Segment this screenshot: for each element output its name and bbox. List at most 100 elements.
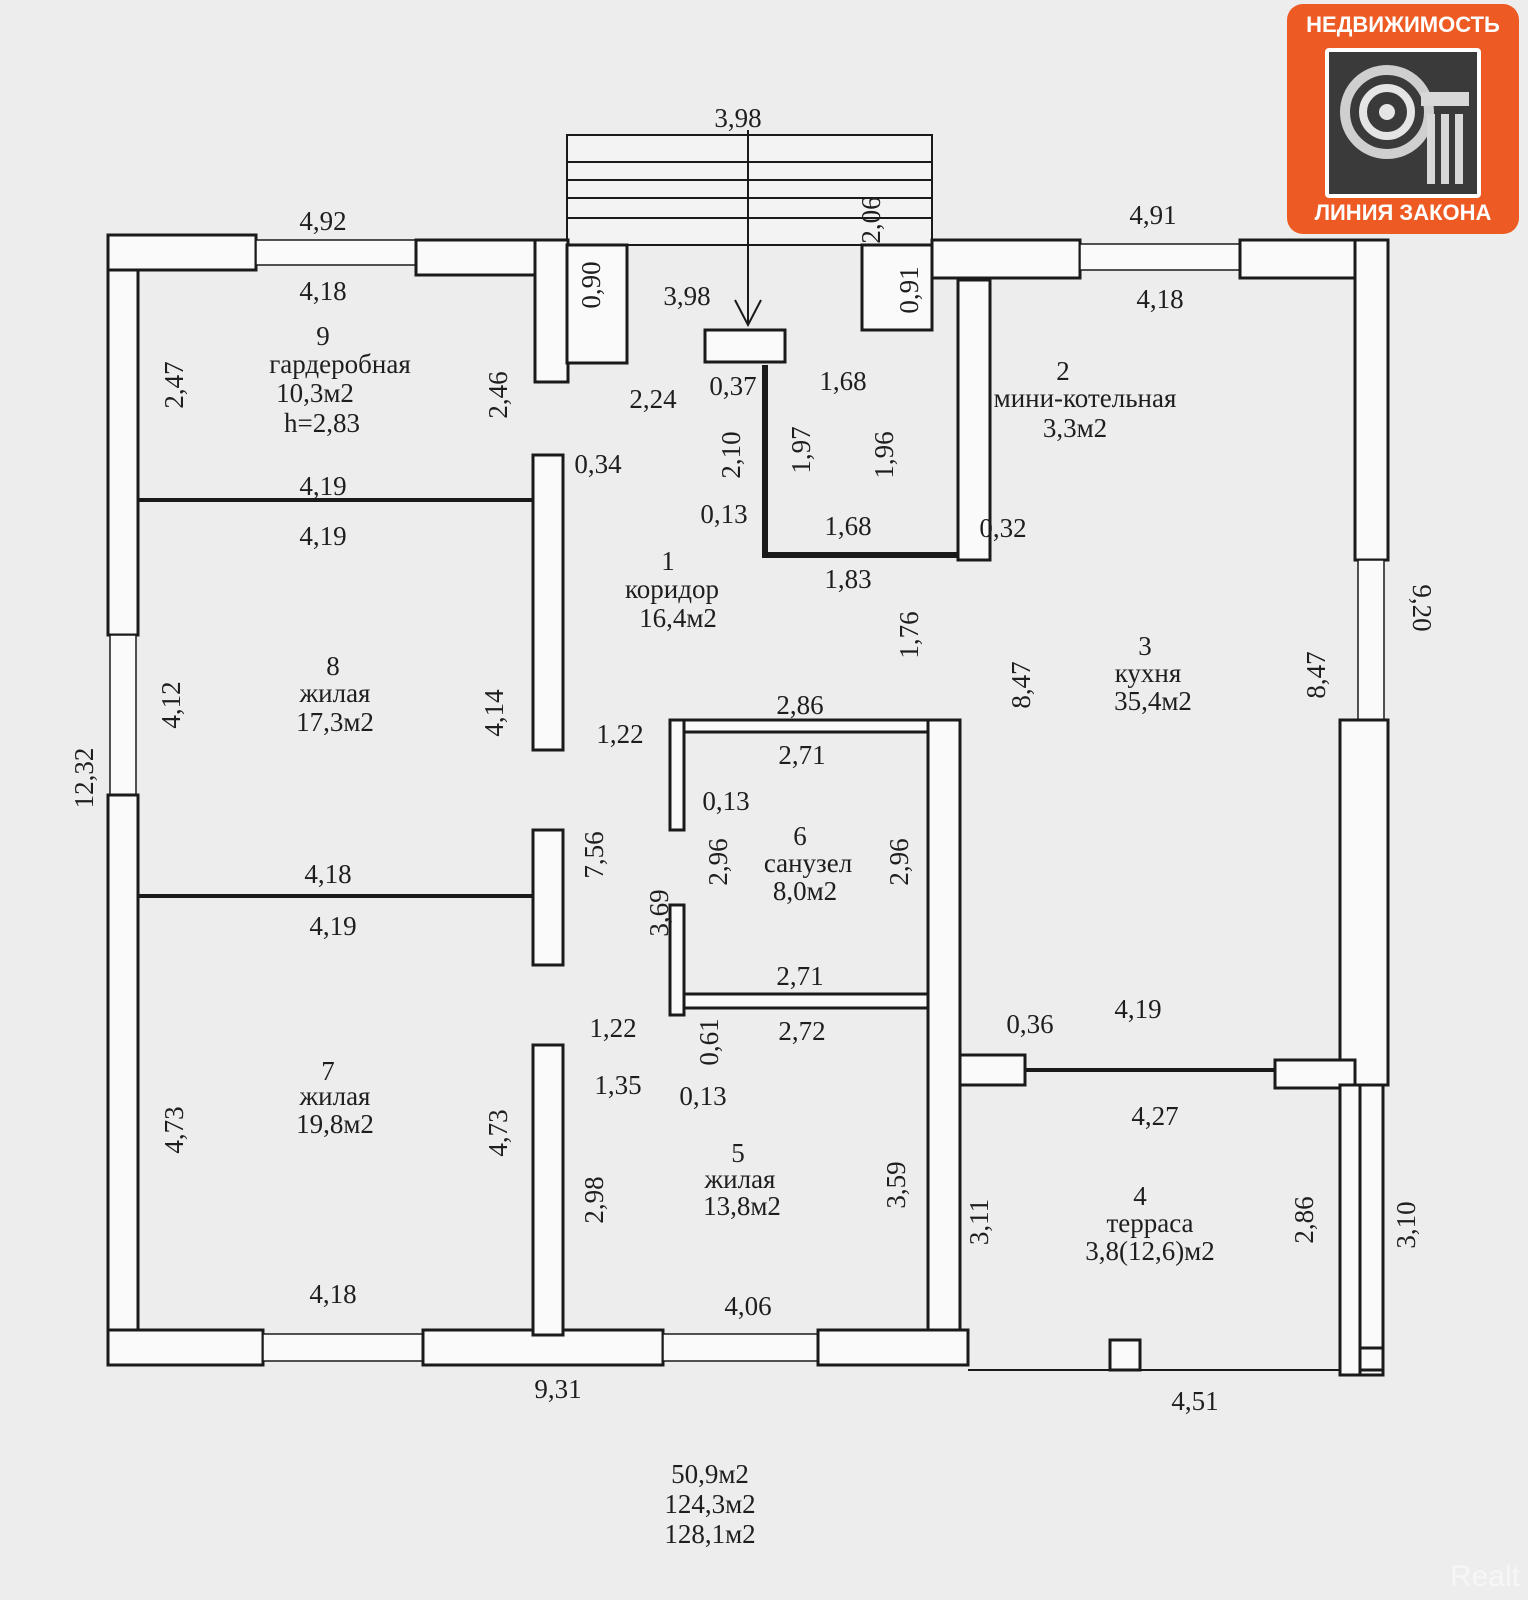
- dimension-label: 2,71: [778, 740, 825, 770]
- agency-logo: НЕДВИЖИМОСТЬ ЛИНИЯ ЗАКОНА: [1287, 4, 1519, 234]
- dimension-label: 8,47: [1301, 651, 1331, 698]
- dimension-label: 12,32: [69, 748, 99, 809]
- dimension-label: 0,61: [694, 1018, 724, 1065]
- dimension-label: 1,97: [786, 426, 816, 473]
- dimension-label: 0,90: [576, 261, 606, 308]
- dimension-label: 2,10: [716, 431, 746, 478]
- room-9-area: 10,3м2: [276, 378, 354, 408]
- dimension-label: 9,20: [1407, 584, 1437, 631]
- room-4-name: терраса: [1106, 1208, 1193, 1238]
- dimension-label: 2,98: [579, 1176, 609, 1223]
- room-1-number: 1: [661, 546, 675, 576]
- realt-watermark: Realt: [1449, 1560, 1520, 1593]
- room-6-area: 8,0м2: [773, 876, 837, 906]
- dimension-label: 0,13: [679, 1081, 726, 1111]
- dimension-label: 2,24: [629, 384, 677, 414]
- room-8-name: жилая: [299, 678, 371, 708]
- room-2-area: 3,3м2: [1043, 413, 1107, 443]
- dimension-label: 4,18: [309, 1279, 356, 1309]
- dimension-label: 4,18: [304, 859, 351, 889]
- dimension-label: 4,92: [299, 206, 346, 236]
- dimension-label: 1,83: [824, 564, 871, 594]
- total-area-label: 128,1м2: [664, 1519, 755, 1549]
- logo-top-text: НЕДВИЖИМОСТЬ: [1306, 12, 1500, 37]
- logo-bottom-text: ЛИНИЯ ЗАКОНА: [1314, 200, 1492, 225]
- dimension-label: 0,37: [709, 371, 756, 401]
- entrance-stairs: [566, 130, 933, 328]
- total-area-label: 124,3м2: [664, 1489, 755, 1519]
- dimension-label: 1,35: [594, 1070, 641, 1100]
- dimension-label: 3,10: [1391, 1201, 1421, 1248]
- room-3-name: кухня: [1115, 658, 1182, 688]
- dimension-label: 4,06: [724, 1291, 771, 1321]
- room-4-number: 4: [1133, 1181, 1147, 1211]
- dimension-label: 4,19: [299, 521, 346, 551]
- room-9-height: h=2,83: [284, 408, 360, 438]
- total-area-label: 50,9м2: [671, 1459, 749, 1489]
- room-7-name: жилая: [299, 1081, 371, 1111]
- dimension-label: 7,56: [579, 831, 609, 878]
- dimension-label: 0,91: [894, 266, 924, 313]
- dimension-label: 2,96: [884, 838, 914, 885]
- dimension-label: 2,72: [778, 1016, 825, 1046]
- dimension-label: 4,14: [479, 689, 509, 737]
- dimension-label: 4,19: [299, 471, 346, 501]
- dimension-label: 2,06: [856, 196, 886, 243]
- dimension-label: 0,13: [702, 786, 749, 816]
- dimension-label: 0,32: [979, 513, 1026, 543]
- room-6-name: санузел: [764, 848, 852, 878]
- dimension-label: 2,86: [776, 690, 823, 720]
- dimension-label: 1,96: [869, 431, 899, 478]
- dimension-label: 0,13: [700, 499, 747, 529]
- room-4-area: 3,8(12,6)м2: [1085, 1236, 1215, 1266]
- room-7-number: 7: [321, 1056, 335, 1086]
- room-6-number: 6: [793, 821, 807, 851]
- dimension-label: 3,98: [714, 103, 761, 133]
- dimension-label: 2,71: [776, 961, 823, 991]
- dimension-label: 4,51: [1171, 1386, 1218, 1416]
- room-2-name: мини-котельная: [994, 383, 1177, 413]
- room-7-area: 19,8м2: [296, 1109, 374, 1139]
- dimension-label: 4,91: [1129, 200, 1176, 230]
- room-5-area: 13,8м2: [703, 1191, 781, 1221]
- dimension-label: 3,69: [644, 889, 674, 936]
- dimension-labels: 3,98 2,06 0,90 3,98 0,91 4,92 4,18 4,91 …: [69, 103, 1437, 1416]
- room-labels: 9 гардеробная 10,3м2 h=2,83 2 мини-котел…: [269, 321, 1215, 1266]
- dimension-label: 3,98: [663, 281, 710, 311]
- room-5-name: жилая: [704, 1164, 776, 1194]
- dimension-label: 1,76: [894, 611, 924, 658]
- dimension-label: 0,36: [1006, 1009, 1053, 1039]
- dimension-label: 3,59: [881, 1161, 911, 1208]
- dimension-label: 4,73: [159, 1106, 189, 1153]
- dimension-label: 2,96: [703, 838, 733, 885]
- dimension-label: 1,68: [824, 511, 871, 541]
- room-5-number: 5: [731, 1138, 745, 1168]
- dimension-label: 4,73: [483, 1109, 513, 1156]
- room-8-area: 17,3м2: [296, 707, 374, 737]
- dimension-label: 8,47: [1006, 661, 1036, 708]
- room-9-name: гардеробная: [269, 349, 411, 379]
- area-totals: 50,9м2 124,3м2 128,1м2: [664, 1459, 755, 1549]
- dimension-label: 4,27: [1131, 1101, 1178, 1131]
- dimension-label: 4,19: [309, 911, 356, 941]
- dimension-label: 3,11: [964, 1199, 994, 1245]
- dimension-label: 4,18: [1136, 284, 1183, 314]
- dimension-label: 9,31: [534, 1374, 581, 1404]
- room-1-area: 16,4м2: [639, 603, 717, 633]
- dimension-label: 1,22: [589, 1013, 636, 1043]
- column-capital-icon: [1325, 48, 1481, 198]
- dimension-label: 1,68: [819, 366, 866, 396]
- dimension-label: 4,12: [156, 681, 186, 728]
- room-2-number: 2: [1056, 356, 1070, 386]
- dimension-label: 2,47: [159, 361, 189, 408]
- room-8-number: 8: [326, 651, 340, 681]
- dimension-label: 4,18: [299, 276, 346, 306]
- room-3-area: 35,4м2: [1114, 686, 1192, 716]
- outer-walls: [106, 233, 1390, 1377]
- dimension-label: 1,22: [596, 719, 643, 749]
- interior-walls: [138, 278, 1362, 1377]
- dimension-label: 4,19: [1114, 994, 1161, 1024]
- dimension-label: 0,34: [574, 449, 622, 479]
- room-9-number: 9: [316, 321, 330, 351]
